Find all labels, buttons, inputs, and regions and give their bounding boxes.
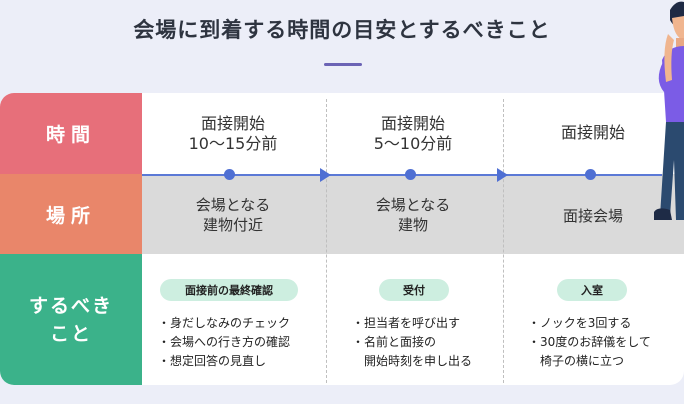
- column-1-time: 面接開始 10〜15分前: [143, 114, 323, 154]
- column-3-time: 面接開始: [503, 123, 683, 143]
- list-item: ・名前と面接の: [352, 335, 437, 349]
- timeline-dot: [405, 169, 416, 180]
- timeline-dot: [585, 169, 596, 180]
- column-1-time-line1: 面接開始: [200, 114, 265, 133]
- timeline-arrow-icon: [320, 168, 331, 182]
- column-1-bullets: ・身だしなみのチェック ・会場への行き方の確認 ・想定回答の見直し: [158, 314, 290, 371]
- list-item: ・30度のお辞儀をして: [528, 335, 651, 349]
- column-2-place-line2: 建物: [397, 216, 428, 234]
- timeline-dot: [224, 169, 235, 180]
- row-label-todo-line1: するべき: [28, 294, 113, 317]
- column-3-bullets: ・ノックを3回する ・30度のお辞儀をして 椅子の横に立つ: [528, 314, 651, 371]
- column-3-time-line1: 面接開始: [560, 123, 625, 142]
- column-3-place-line1: 面接会場: [562, 207, 623, 225]
- list-item: ・ノックを3回する: [528, 316, 632, 330]
- column-2-place: 会場となる 建物: [323, 195, 503, 235]
- column-1-place-line2: 建物付近: [202, 216, 263, 234]
- timeline-line: [142, 174, 662, 176]
- column-2-place-line1: 会場となる: [375, 196, 451, 214]
- column-1-place: 会場となる 建物付近: [143, 195, 323, 235]
- list-item: ・会場への行き方の確認: [158, 335, 291, 349]
- column-3-pill: 入室: [557, 279, 627, 301]
- list-item: ・想定回答の見直し: [158, 354, 267, 368]
- schedule-card: 時間 場所 するべき こと 面接開始 10〜15分前 会場となる 建物付近 面接…: [0, 93, 684, 385]
- list-item: ・身だしなみのチェック: [158, 316, 291, 330]
- list-item: 椅子の横に立つ: [528, 354, 625, 368]
- column-2-pill: 受付: [379, 279, 449, 301]
- column-divider: [326, 99, 327, 383]
- title-underline: [324, 63, 362, 66]
- column-2-time: 面接開始 5〜10分前: [323, 114, 503, 154]
- timeline-arrow-icon: [497, 168, 508, 182]
- page-title: 会場に到着する時間の目安とするべきこと: [133, 18, 551, 42]
- row-label-todo-line2: こと: [49, 322, 92, 345]
- list-item: 開始時刻を申し出る: [352, 354, 473, 368]
- column-1-time-line2: 10〜15分前: [188, 134, 278, 153]
- row-label-place: 場所: [0, 174, 142, 254]
- place-row-band: [142, 174, 684, 254]
- list-item: ・担当者を呼び出す: [352, 316, 461, 330]
- column-divider: [503, 99, 504, 383]
- column-2-time-line2: 5〜10分前: [373, 134, 453, 153]
- row-label-todo: するべき こと: [0, 254, 142, 385]
- row-label-time: 時間: [0, 93, 142, 174]
- person-thinking-illustration: [654, 1, 684, 220]
- column-1-pill: 面接前の最終確認: [160, 279, 298, 301]
- column-1-place-line1: 会場となる: [195, 196, 271, 214]
- column-2-time-line1: 面接開始: [380, 114, 445, 133]
- column-2-bullets: ・担当者を呼び出す ・名前と面接の 開始時刻を申し出る: [352, 314, 472, 371]
- column-3-place: 面接会場: [503, 206, 683, 226]
